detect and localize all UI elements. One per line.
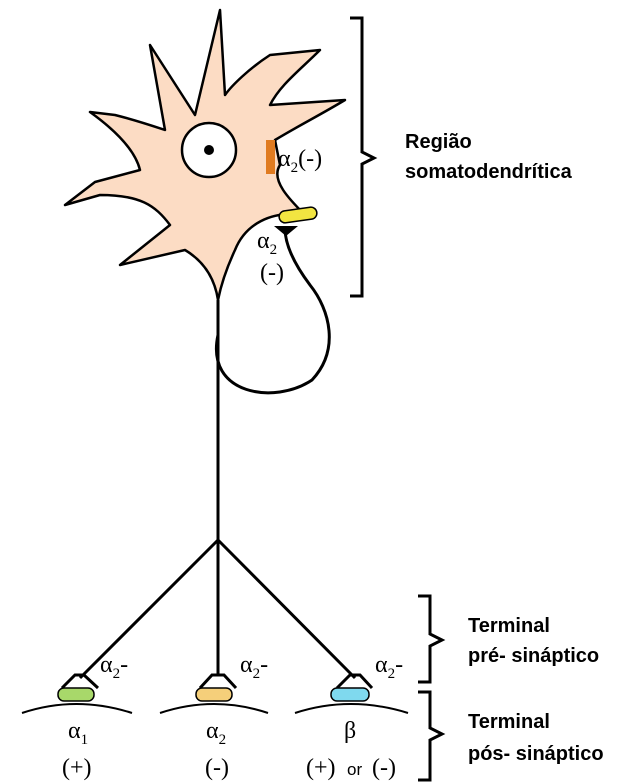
svg-text:α2-: α2- (100, 652, 128, 682)
terminal-2-pre-sub: 2 (253, 666, 261, 682)
terminal-1-pre-sign: - (120, 652, 128, 678)
terminal-1-effect: (+) (62, 755, 92, 781)
svg-text:α1: α1 (68, 718, 88, 748)
terminal-2-bouton (200, 675, 236, 688)
autoreceptor-sub: 2 (270, 242, 278, 258)
terminal-3-pre-alpha: α (375, 652, 388, 678)
autoreceptor-bouton (274, 226, 298, 236)
region-somatodendritic-line1: Região (405, 131, 472, 153)
terminal-3-effect-2: (-) (372, 755, 396, 781)
region-presynaptic-line2: pré- sináptico (468, 645, 599, 667)
region-postsynaptic-line2: pós- sináptico (468, 743, 604, 765)
postsynaptic-membrane-2 (160, 704, 268, 713)
terminal-3-pre-sign: - (395, 652, 403, 678)
terminal-3-pre-sub: 2 (388, 666, 396, 682)
terminal-2-post-sub: 2 (219, 732, 227, 748)
terminal-2-receptor (196, 688, 232, 701)
terminal-1-pre-alpha: α (100, 652, 113, 678)
axon-branch-right (218, 540, 355, 678)
bracket-somatodendritic (350, 18, 374, 296)
terminal-3-effect: (+) (306, 755, 336, 781)
nucleolus (204, 145, 214, 155)
svg-text:α2-: α2- (375, 652, 403, 682)
terminal-2-pre-sign: - (260, 652, 268, 678)
autoreceptor-alpha: α (257, 228, 270, 254)
terminal-2-effect: (-) (205, 755, 229, 781)
region-postsynaptic-line1: Terminal (468, 711, 550, 733)
soma-receptor-sub: 2 (291, 160, 299, 176)
bracket-presynaptic (418, 596, 442, 682)
svg-text:β: β (344, 718, 356, 744)
region-presynaptic-line1: Terminal (468, 615, 550, 637)
region-somatodendritic-line2: somatodendrítica (405, 161, 573, 183)
bracket-postsynaptic (418, 692, 442, 780)
soma-alpha2-receptor (266, 140, 275, 174)
svg-text:α2: α2 (206, 718, 226, 748)
terminal-3-post-symbol: β (344, 718, 356, 744)
terminal-1-post-symbol: α (68, 718, 81, 744)
terminal-2-post-symbol: α (206, 718, 219, 744)
svg-text:α2: α2 (257, 228, 277, 258)
terminal-2-pre-alpha: α (240, 652, 253, 678)
terminal-3-effect-or: or (347, 760, 362, 779)
terminal-3-receptor (331, 688, 369, 701)
terminal-1-receptor (58, 688, 94, 701)
autoreceptor-sign: (-) (260, 260, 284, 286)
svg-text:α2(-): α2(-) (278, 146, 322, 176)
postsynaptic-membrane-3 (295, 704, 408, 713)
soma-receptor-alpha: α (278, 146, 291, 172)
svg-text:α2-: α2- (240, 652, 268, 682)
terminal-1-pre-sub: 2 (113, 666, 121, 682)
soma-receptor-sign: (-) (298, 146, 322, 172)
terminal-1-post-sub: 1 (81, 732, 89, 748)
postsynaptic-membrane-1 (22, 704, 132, 713)
